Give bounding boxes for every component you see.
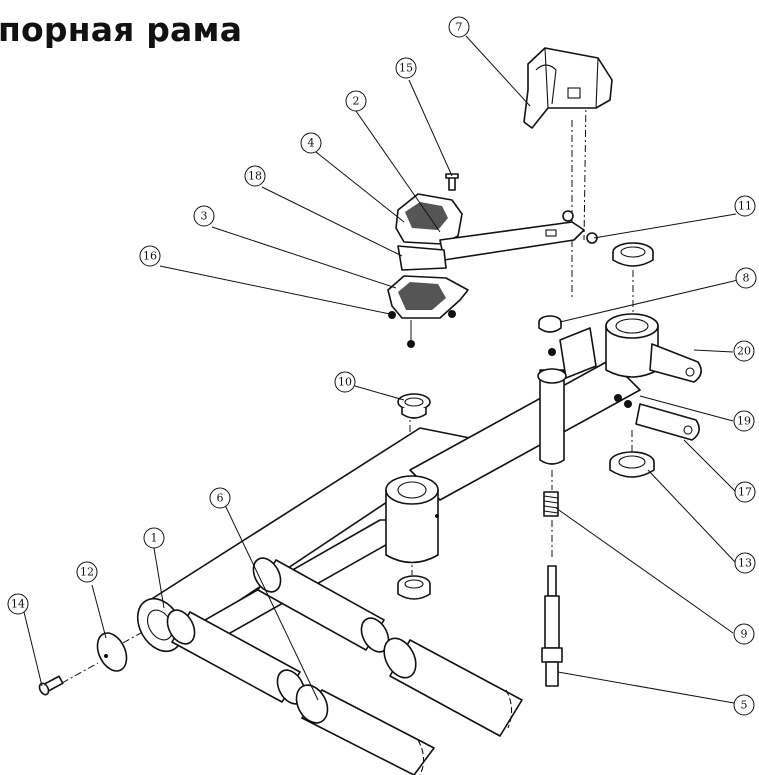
svg-text:15: 15 bbox=[399, 62, 413, 75]
lower-bushing bbox=[397, 575, 431, 600]
svg-text:18: 18 bbox=[248, 170, 262, 183]
end-cap-12 bbox=[96, 632, 128, 672]
svg-text:8: 8 bbox=[743, 272, 750, 285]
callout-13: 13 bbox=[734, 552, 756, 574]
svg-text:2: 2 bbox=[353, 95, 360, 108]
bearing-ring-11 bbox=[612, 242, 654, 267]
callout-2: 2 bbox=[345, 90, 367, 112]
svg-text:9: 9 bbox=[741, 628, 748, 641]
leader-lines bbox=[23, 35, 739, 704]
callout-8: 8 bbox=[735, 267, 757, 289]
callout-20: 20 bbox=[733, 340, 755, 362]
callout-5: 5 bbox=[733, 694, 755, 716]
callout-3: 3 bbox=[193, 205, 215, 227]
svg-text:17: 17 bbox=[738, 486, 752, 499]
callout-12: 12 bbox=[76, 561, 98, 583]
callout-18: 18 bbox=[244, 165, 266, 187]
svg-text:20: 20 bbox=[737, 345, 751, 358]
svg-text:3: 3 bbox=[201, 210, 208, 223]
callout-14: 14 bbox=[7, 593, 29, 615]
callout-7: 7 bbox=[448, 16, 470, 38]
svg-text:13: 13 bbox=[738, 557, 752, 570]
svg-text:16: 16 bbox=[143, 250, 157, 263]
pedal-assembly bbox=[387, 173, 598, 348]
svg-text:5: 5 bbox=[741, 699, 748, 712]
svg-text:4: 4 bbox=[308, 137, 315, 150]
svg-text:14: 14 bbox=[11, 598, 25, 611]
callout-19: 19 bbox=[733, 410, 755, 432]
callout-17: 17 bbox=[734, 481, 756, 503]
page-title: порная рама bbox=[0, 10, 243, 49]
screw-14 bbox=[38, 675, 64, 696]
pivot-cylinder bbox=[385, 475, 439, 564]
callout-6: 6 bbox=[209, 487, 231, 509]
svg-text:6: 6 bbox=[217, 492, 224, 505]
spring-9 bbox=[543, 491, 559, 517]
svg-text:11: 11 bbox=[738, 200, 752, 213]
top-cover-part bbox=[523, 47, 613, 129]
callout-1: 1 bbox=[143, 527, 165, 549]
shaft-5 bbox=[541, 565, 563, 687]
callout-16: 16 bbox=[139, 245, 161, 267]
svg-text:10: 10 bbox=[338, 376, 352, 389]
callout-4: 4 bbox=[300, 132, 322, 154]
bearing-ring-13 bbox=[609, 451, 655, 478]
callout-9: 9 bbox=[733, 623, 755, 645]
rollers-6 bbox=[166, 557, 523, 775]
svg-text:12: 12 bbox=[80, 566, 94, 579]
callout-11: 11 bbox=[734, 195, 756, 217]
svg-text:7: 7 bbox=[456, 21, 463, 34]
nut-8 bbox=[538, 315, 562, 333]
svg-text:1: 1 bbox=[151, 532, 158, 545]
callout-10: 10 bbox=[334, 371, 356, 393]
bushing-10 bbox=[397, 393, 431, 419]
svg-text:19: 19 bbox=[737, 415, 751, 428]
callout-15: 15 bbox=[395, 57, 417, 79]
